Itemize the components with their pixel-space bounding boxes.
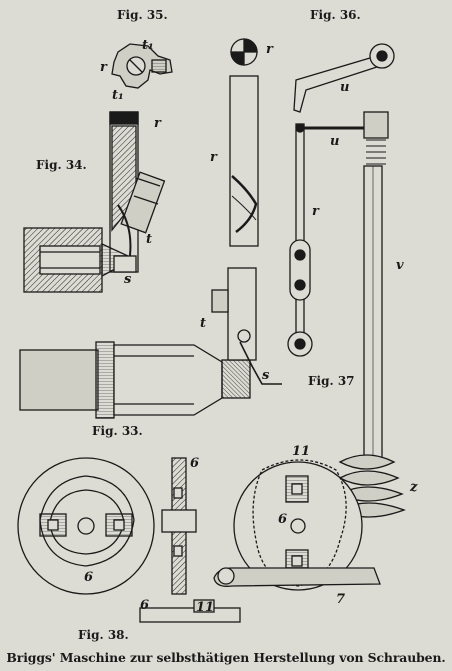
plate-caption: Briggs' Maschine zur selbsthätigen Herst… [6, 650, 446, 665]
letter-6-disc: 6 [84, 570, 94, 585]
letter-r-fig34: r [154, 116, 161, 131]
letter-r-fig37: r [312, 204, 319, 219]
figure-37-label: Fig. 37 [308, 374, 355, 388]
letter-r-fig35: r [100, 60, 107, 75]
letter-11-top: 11 [292, 444, 311, 459]
engraving-plate [17, 38, 406, 623]
letter-11-bar: 11 [196, 600, 215, 615]
letter-t1-bottom: t₁ [112, 88, 124, 103]
letter-t-fig33: t [200, 316, 207, 331]
letter-t1-top: t₁ [142, 38, 154, 53]
letter-s-fig34: s [124, 272, 132, 287]
letter-6-bar: 6 [140, 598, 150, 613]
letter-u-fig37-mid: u [330, 134, 340, 149]
figure-35-drawing [111, 43, 173, 89]
cam-wheel-drawing [213, 459, 381, 591]
letter-6-wheel: 6 [278, 512, 288, 527]
figure-34-drawing [23, 111, 166, 293]
figure-34-label: Fig. 34. [36, 158, 87, 172]
letter-z: z [410, 480, 418, 495]
letter-7: 7 [336, 592, 346, 607]
letter-r-fig36-mid: r [210, 150, 217, 165]
letter-s-fig33: s [262, 368, 270, 383]
figure-38-drawing [17, 457, 241, 623]
letter-u-fig37-top: u [340, 80, 350, 95]
figure-37-drawing [287, 43, 406, 518]
figure-35-label: Fig. 35. [117, 8, 168, 22]
figure-36-label: Fig. 36. [310, 8, 361, 22]
figure-33-label: Fig. 33. [92, 424, 143, 438]
figure-33-drawing [19, 267, 282, 419]
figure-38-label: Fig. 38. [78, 628, 129, 642]
letter-v: v [396, 258, 404, 273]
figure-36-drawing [229, 38, 259, 247]
letter-r-fig36-top: r [266, 42, 273, 57]
letter-t-fig34: t [146, 232, 153, 247]
letter-6-slot: 6 [190, 456, 200, 471]
